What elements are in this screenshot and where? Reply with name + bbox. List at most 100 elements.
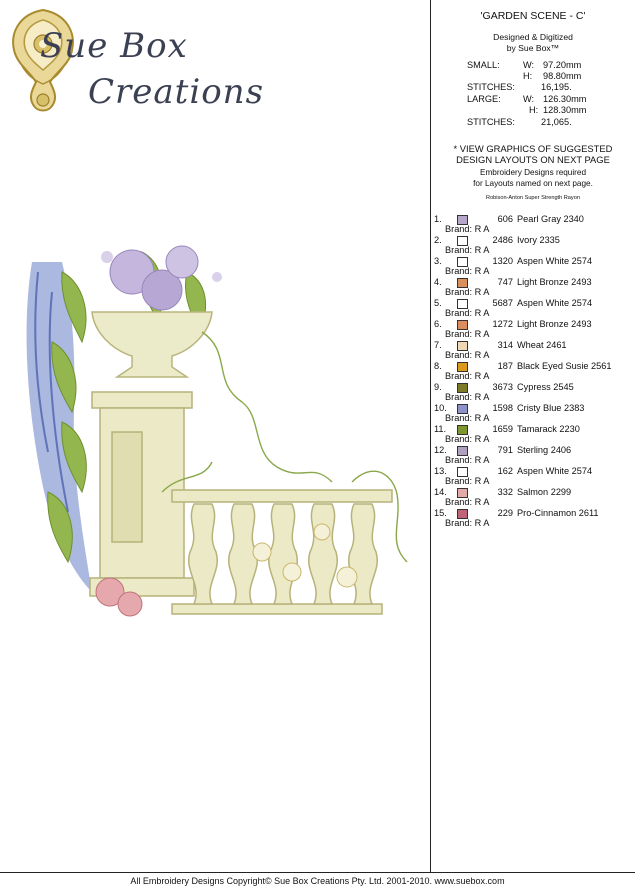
notice-line-3: Embroidery Designs required (479, 168, 587, 177)
thread-code: 162 (497, 466, 513, 476)
thread-code: 3673 (492, 382, 513, 392)
color-swatch (457, 383, 468, 393)
color-number: 5. (434, 298, 442, 308)
notice-line-4: for Layouts named on next page. (473, 179, 593, 188)
garden-urn (91, 311, 213, 378)
thread-code: 606 (497, 214, 513, 224)
thread-name: Tamarack 2230 (517, 424, 580, 434)
large-label: LARGE: (467, 94, 501, 104)
color-swatch (457, 236, 468, 246)
color-swatch (457, 509, 468, 519)
color-swatch (457, 215, 468, 225)
column-divider (430, 0, 431, 872)
thread-name: Sterling 2406 (517, 445, 572, 455)
thread-brand: Brand: R A (445, 413, 490, 423)
thread-name: Black Eyed Susie 2561 (517, 361, 612, 371)
large-width-label: W: (523, 94, 535, 104)
small-stitches-label: STITCHES: (467, 82, 515, 92)
color-number: 11. (434, 424, 447, 434)
color-swatch (457, 257, 468, 267)
lace-emblem-icon (12, 8, 74, 112)
thread-code: 2486 (492, 235, 513, 245)
thread-code: 5687 (492, 298, 513, 308)
large-stitches-label: STITCHES: (467, 117, 515, 127)
credit-line-1: Designed & Digitized (493, 32, 573, 42)
thread-brand: Brand: R A (445, 476, 490, 486)
thread-name: Aspen White 2574 (517, 466, 593, 476)
color-swatch (457, 278, 468, 288)
thread-brand: Brand: R A (445, 371, 490, 381)
balustrade (171, 489, 393, 615)
thread-name: Light Bronze 2493 (517, 277, 592, 287)
thread-code: 1320 (492, 256, 513, 266)
color-swatch (457, 404, 468, 414)
copyright-footer: All Embroidery Designs Copyright© Sue Bo… (130, 876, 505, 886)
thread-code: 1598 (492, 403, 513, 413)
thread-code: 314 (497, 340, 513, 350)
thread-code: 332 (497, 487, 513, 497)
thread-name: Light Bronze 2493 (517, 319, 592, 329)
thread-name: Salmon 2299 (517, 487, 572, 497)
large-stitches-value: 21,065. (541, 117, 572, 127)
thread-name: Wheat 2461 (517, 340, 567, 350)
thread-brand: Brand: R A (445, 518, 490, 528)
thread-name: Aspen White 2574 (517, 298, 593, 308)
thread-code: 229 (497, 508, 513, 518)
pink-flowers (95, 577, 143, 617)
thread-brand: Brand: R A (445, 266, 490, 276)
small-label: SMALL: (467, 60, 500, 70)
thread-brand: Brand: R A (445, 329, 490, 339)
notice-line-1: * VIEW GRAPHICS OF SUGGESTED (453, 143, 613, 154)
thread-name: Pearl Gray 2340 (517, 214, 584, 224)
color-swatch (457, 320, 468, 330)
color-swatch (457, 362, 468, 372)
logo-line-2: Creations (88, 72, 265, 112)
logo-line-1: Sue Box (40, 26, 188, 66)
color-swatch (457, 488, 468, 498)
stone-pillar (89, 391, 195, 597)
small-height-label: H: (523, 71, 533, 81)
color-number: 2. (434, 235, 442, 245)
daisy-flowers (252, 523, 358, 588)
embroidery-design-preview (26, 245, 408, 617)
small-width-label: W: (523, 60, 535, 70)
color-number: 14. (434, 487, 447, 497)
thread-brand: Brand: R A (445, 287, 490, 297)
thread-name: Aspen White 2574 (517, 256, 593, 266)
color-number: 3. (434, 256, 442, 266)
wisteria-flowers (26, 262, 92, 592)
thread-name: Pro-Cinnamon 2611 (517, 508, 599, 518)
design-title: 'GARDEN SCENE - C' (480, 10, 586, 22)
thread-code: 1659 (492, 424, 513, 434)
thread-brand-note: Robison-Anton Super Strength Rayon (486, 195, 580, 201)
color-swatch (457, 446, 468, 456)
notice-line-2: DESIGN LAYOUTS ON NEXT PAGE (456, 154, 610, 165)
color-number: 8. (434, 361, 442, 371)
color-number: 13. (434, 466, 447, 476)
color-number: 4. (434, 277, 442, 287)
thread-brand: Brand: R A (445, 455, 490, 465)
small-width-value: 97.20mm (543, 60, 582, 70)
thread-code: 1272 (492, 319, 513, 329)
thread-brand: Brand: R A (445, 497, 490, 507)
thread-name: Cypress 2545 (517, 382, 574, 392)
color-number: 15. (434, 508, 447, 518)
credit-line-2: by Sue Box™ (506, 43, 560, 53)
large-width-value: 126.30mm (543, 94, 587, 104)
brand-logo: Sue Box Creations (8, 6, 278, 116)
thread-brand: Brand: R A (445, 392, 490, 402)
